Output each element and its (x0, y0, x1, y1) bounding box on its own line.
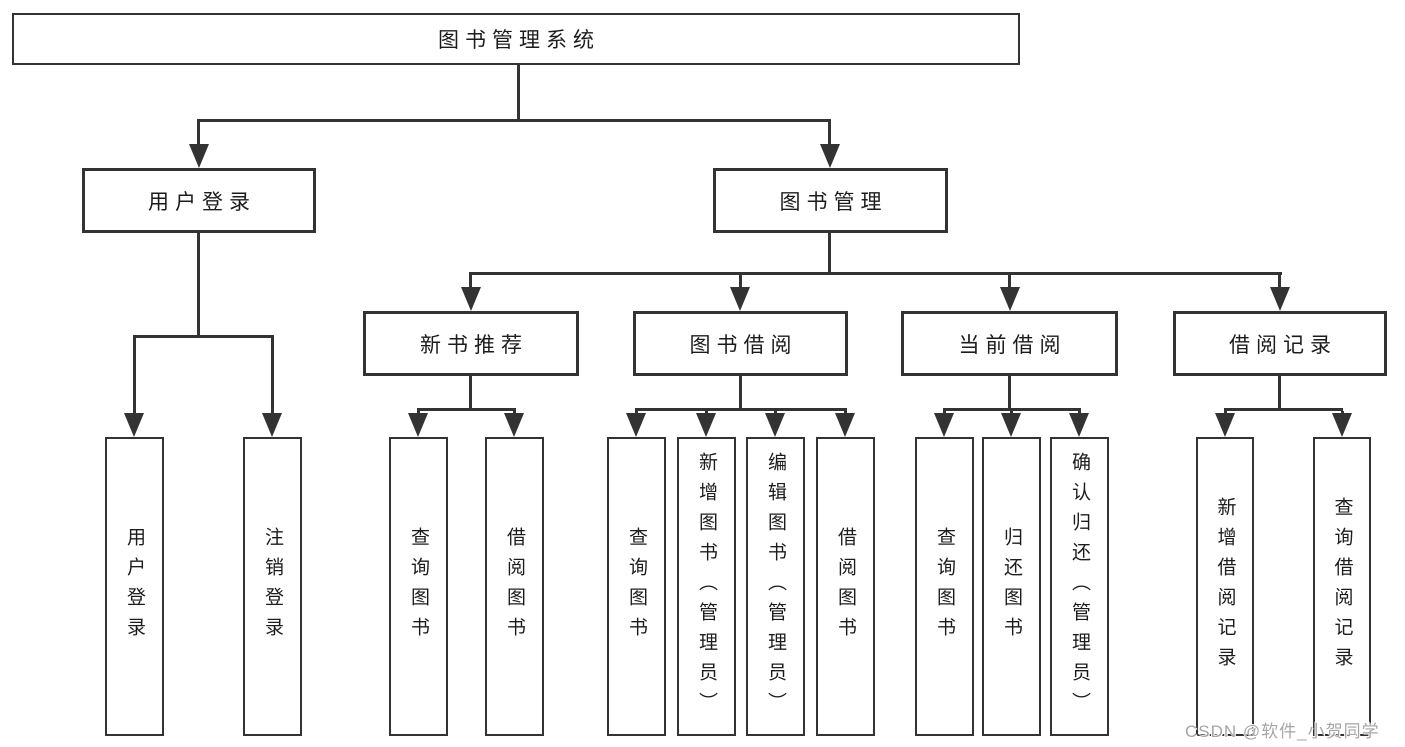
arrowhead-leaf-logout (262, 413, 282, 437)
leaf-cb-confirm-return-admin: 确认归还（管理员） (1050, 437, 1109, 736)
connector-user-login-bus (133, 335, 274, 338)
leaf-br-add-record-label: 新增借阅记录 (1214, 496, 1236, 677)
leaf-bb-edit-books-admin: 编辑图书（管理员） (746, 437, 805, 736)
connector-drop-new-book-recommend (469, 275, 472, 289)
node-current-borrowing-label: 当前借阅 (958, 333, 1067, 357)
leaf-nbr-borrow-books-label: 借阅图书 (504, 526, 525, 647)
arrowhead-cb-query (934, 413, 954, 437)
connector-root-stem (517, 65, 520, 122)
leaf-bb-query-books: 查询图书 (607, 437, 666, 736)
arrowhead-book-management (820, 144, 840, 168)
node-book-borrowing: 图书借阅 (633, 311, 848, 376)
leaf-bb-query-books-label: 查询图书 (626, 526, 647, 647)
connector-nbr-bus (417, 408, 516, 411)
arrowhead-bb-query (626, 413, 646, 437)
connector-br-stem (1278, 376, 1281, 411)
node-user-login-label: 用户登录 (148, 190, 256, 214)
connector-bb-bus (635, 408, 847, 411)
arrowhead-bb-borrow (835, 413, 855, 437)
node-user-login: 用户登录 (82, 168, 316, 233)
leaf-bb-borrow-books-label: 借阅图书 (835, 526, 856, 647)
connector-drop-borrowing-records (1278, 275, 1281, 289)
node-current-borrowing: 当前借阅 (901, 311, 1118, 376)
leaf-cb-query-books: 查询图书 (915, 437, 974, 736)
leaf-br-add-record: 新增借阅记录 (1196, 437, 1254, 736)
arrowhead-cb-confirm (1069, 413, 1089, 437)
arrowhead-br-query (1332, 413, 1352, 437)
node-new-book-recommend-label: 新书推荐 (420, 333, 528, 357)
leaf-cb-query-books-label: 查询图书 (934, 526, 955, 647)
arrowhead-current-borrowing (1000, 287, 1020, 311)
leaf-bb-add-books-admin-label: 新增图书（管理员） (696, 451, 717, 722)
arrowhead-bb-edit (765, 413, 785, 437)
leaf-cb-return-books-label: 归还图书 (1001, 526, 1022, 647)
arrowhead-nbr-borrow (504, 413, 524, 437)
leaf-bb-edit-books-admin-label: 编辑图书（管理员） (765, 451, 786, 722)
arrowhead-nbr-query (408, 413, 428, 437)
node-borrowing-records: 借阅记录 (1173, 311, 1387, 376)
connector-drop-book-management (828, 122, 831, 146)
arrowhead-bb-add (696, 413, 716, 437)
arrowhead-borrowing-records (1270, 287, 1290, 311)
arrowhead-book-borrowing (730, 287, 750, 311)
csdn-watermark: CSDN @软件_小贺同学 (1185, 722, 1380, 741)
connector-user-login-stem (197, 233, 200, 336)
leaf-br-query-record: 查询借阅记录 (1313, 437, 1371, 736)
arrowhead-cb-return (1001, 413, 1021, 437)
connector-drop-current-borrowing (1008, 275, 1011, 289)
connector-nbr-stem (469, 376, 472, 411)
connector-cb-bus (943, 408, 1081, 411)
node-borrowing-records-label: 借阅记录 (1229, 333, 1337, 357)
arrowhead-user-login (189, 144, 209, 168)
connector-drop-leaf-user-login (133, 338, 136, 414)
connector-level3-bus (469, 272, 1282, 275)
leaf-br-query-record-label: 查询借阅记录 (1331, 496, 1353, 677)
leaf-user-login-label: 用户登录 (124, 526, 145, 647)
leaf-bb-add-books-admin: 新增图书（管理员） (677, 437, 736, 736)
leaf-cb-return-books: 归还图书 (982, 437, 1041, 736)
node-library-system-label: 图书管理系统 (438, 29, 600, 52)
node-book-borrowing-label: 图书借阅 (689, 333, 798, 357)
connector-bb-stem (739, 376, 742, 411)
leaf-user-login: 用户登录 (105, 437, 164, 736)
leaf-bb-borrow-books: 借阅图书 (816, 437, 875, 736)
connector-level2-bus (197, 119, 831, 122)
connector-cb-stem (1008, 376, 1011, 411)
connector-book-management-stem (828, 233, 831, 274)
node-book-management: 图书管理 (713, 168, 948, 233)
leaf-logout-label: 注销登录 (262, 526, 283, 647)
connector-br-bus (1224, 408, 1343, 411)
arrowhead-br-add (1215, 413, 1235, 437)
leaf-nbr-borrow-books: 借阅图书 (485, 437, 544, 736)
node-library-system: 图书管理系统 (12, 13, 1020, 65)
leaf-nbr-query-books-label: 查询图书 (408, 526, 429, 647)
arrowhead-new-book-recommend (461, 287, 481, 311)
node-new-book-recommend: 新书推荐 (363, 311, 579, 376)
connector-drop-leaf-logout (271, 338, 274, 414)
leaf-logout: 注销登录 (243, 437, 302, 736)
connector-drop-book-borrowing (739, 275, 742, 289)
arrowhead-leaf-user-login (124, 413, 144, 437)
connector-drop-user-login (197, 122, 200, 146)
leaf-cb-confirm-return-admin-label: 确认归还（管理员） (1069, 451, 1090, 722)
node-book-management-label: 图书管理 (779, 190, 888, 214)
leaf-nbr-query-books: 查询图书 (389, 437, 448, 736)
